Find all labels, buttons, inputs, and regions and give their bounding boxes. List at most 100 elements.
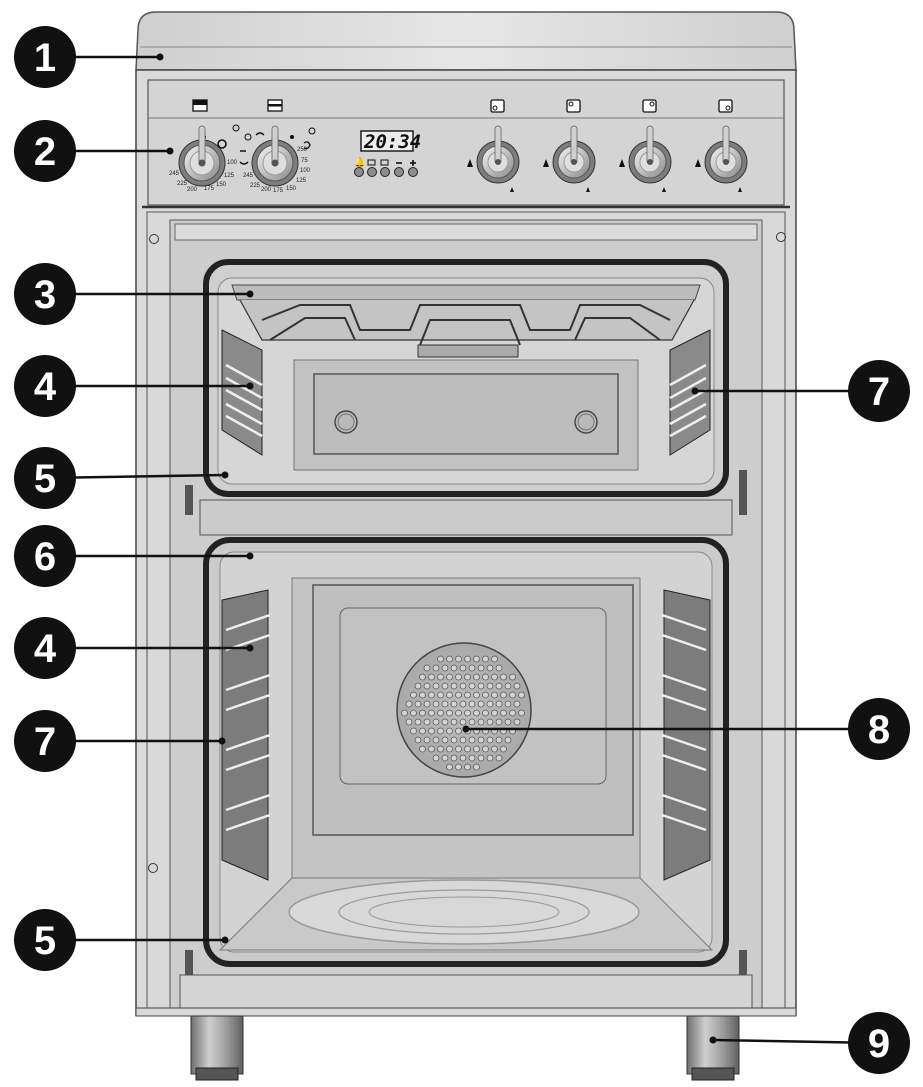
screw-left-top xyxy=(149,234,159,244)
grill-tray xyxy=(231,284,701,301)
alarm-button[interactable] xyxy=(354,167,364,177)
callout-5a-badge xyxy=(14,447,76,509)
hob-knob-front-left[interactable] xyxy=(552,125,596,184)
flame-icon xyxy=(695,159,701,167)
screw-right-top xyxy=(776,232,786,242)
flame-small-icon xyxy=(662,187,666,192)
callout-3-number: 3 xyxy=(34,273,56,317)
left-dial-tick-200: 200 xyxy=(187,187,198,193)
callout-3: 3 xyxy=(14,263,254,325)
callout-8-badge xyxy=(848,698,910,760)
callout-4b-badge xyxy=(14,617,76,679)
callout-7a: 7 xyxy=(14,710,226,772)
left-dial-tick-100: 100 xyxy=(227,160,238,166)
hob-knobs xyxy=(467,125,748,192)
hob-zone-front-right-icon xyxy=(642,99,657,113)
callout-2: 2 xyxy=(14,120,174,182)
right-foot xyxy=(686,1015,740,1081)
clock-buttons: 🔔 xyxy=(354,157,418,177)
end-time-button[interactable] xyxy=(380,167,390,177)
callout-9: 9 xyxy=(709,1012,910,1074)
right-dial-tick-125: 125 xyxy=(296,178,307,184)
flame-small-icon xyxy=(510,187,514,192)
minus-button[interactable] xyxy=(394,167,404,177)
hinge-top-left xyxy=(185,485,193,515)
grill-element xyxy=(417,344,519,358)
callout-8: 8 xyxy=(462,698,910,760)
callout-6-number: 6 xyxy=(34,535,56,579)
callout-7b-number: 7 xyxy=(868,370,890,414)
callout-4a-badge xyxy=(14,355,76,417)
callout-9-badge xyxy=(848,1012,910,1074)
screw-left-bottom xyxy=(148,863,158,873)
callout-5b: 5 xyxy=(14,909,229,971)
callout-4b: 4 xyxy=(14,617,254,679)
plus-button[interactable] xyxy=(408,167,418,177)
flame-small-icon xyxy=(586,187,590,192)
callout-1: 1 xyxy=(14,26,164,88)
callout-1-number: 1 xyxy=(34,36,56,80)
right-dial-tick-100: 100 xyxy=(300,168,311,174)
callout-8-number: 8 xyxy=(868,708,890,752)
grill-rack xyxy=(261,304,671,346)
right-dial-scale: 250 75 100 125 150 175 200 225 245 xyxy=(243,147,311,194)
bottom-edge xyxy=(135,1007,797,1017)
callout-7a-badge xyxy=(14,710,76,772)
hinge-bottom-right xyxy=(739,950,747,995)
fan-cover-holes xyxy=(401,655,525,771)
callout-4a: 4 xyxy=(14,355,254,417)
hob-knob-rear-right[interactable] xyxy=(704,125,748,184)
callout-3-badge xyxy=(14,263,76,325)
main-oven-left-runners xyxy=(221,589,271,881)
flame-icon xyxy=(467,159,473,167)
callout-7b-badge xyxy=(848,360,910,422)
callout-7a-number: 7 xyxy=(34,720,56,764)
flame-small-icon xyxy=(738,187,742,192)
cook-pot-icon xyxy=(367,159,376,166)
right-dial-tick-150: 150 xyxy=(286,186,297,192)
hob-zone-rear-left-icon xyxy=(490,99,505,113)
right-dial-tick-75: 75 xyxy=(301,158,308,164)
left-foot xyxy=(190,1015,244,1081)
left-dial-tick-175: 175 xyxy=(204,186,215,192)
hob-knob-rear-left[interactable] xyxy=(476,125,520,184)
flame-icon xyxy=(543,159,549,167)
main-oven-symbol-icon xyxy=(267,99,283,112)
right-dial-tick-225: 225 xyxy=(250,183,261,189)
top-oven-right-runners xyxy=(669,329,711,456)
right-dial-tick-200: 200 xyxy=(261,187,272,193)
top-oven-thermostat-dial[interactable] xyxy=(178,125,226,187)
callout-6-badge xyxy=(14,525,76,587)
hob-zone-rear-right-icon xyxy=(718,99,733,113)
plinth xyxy=(179,974,753,1009)
callout-1-badge xyxy=(14,26,76,88)
flame-icon xyxy=(619,159,625,167)
hob-knob-front-right[interactable] xyxy=(628,125,672,184)
callout-9-number: 9 xyxy=(868,1022,890,1066)
cook-time-button[interactable] xyxy=(367,167,377,177)
clock-time: 20:34 xyxy=(363,131,421,153)
right-dial-tick-250: 250 xyxy=(297,147,308,153)
hinge-top-right xyxy=(739,470,747,515)
callout-5b-number: 5 xyxy=(34,919,56,963)
main-oven-function-dial[interactable] xyxy=(251,125,299,187)
clock-display: 20:34 xyxy=(360,130,421,153)
right-dial-tick-175: 175 xyxy=(273,188,284,194)
callout-5a: 5 xyxy=(14,447,229,509)
left-dial-tick-225: 225 xyxy=(177,181,188,187)
callout-2-badge xyxy=(14,120,76,182)
top-oven-cavity xyxy=(203,259,729,497)
top-oven-symbol-icon xyxy=(192,99,208,112)
top-backguard xyxy=(135,11,797,71)
right-dial-tick-245: 245 xyxy=(243,173,254,179)
callout-6: 6 xyxy=(14,525,254,587)
callout-4b-number: 4 xyxy=(34,627,57,671)
end-pot-icon xyxy=(380,159,389,166)
main-oven-cavity xyxy=(203,537,729,967)
left-dial-scale: 245 225 200 175 150 125 100 xyxy=(169,160,238,193)
callout-7b: 7 xyxy=(691,360,910,422)
left-dial-tick-125: 125 xyxy=(224,173,235,179)
left-dial-tick-150: 150 xyxy=(216,182,227,188)
